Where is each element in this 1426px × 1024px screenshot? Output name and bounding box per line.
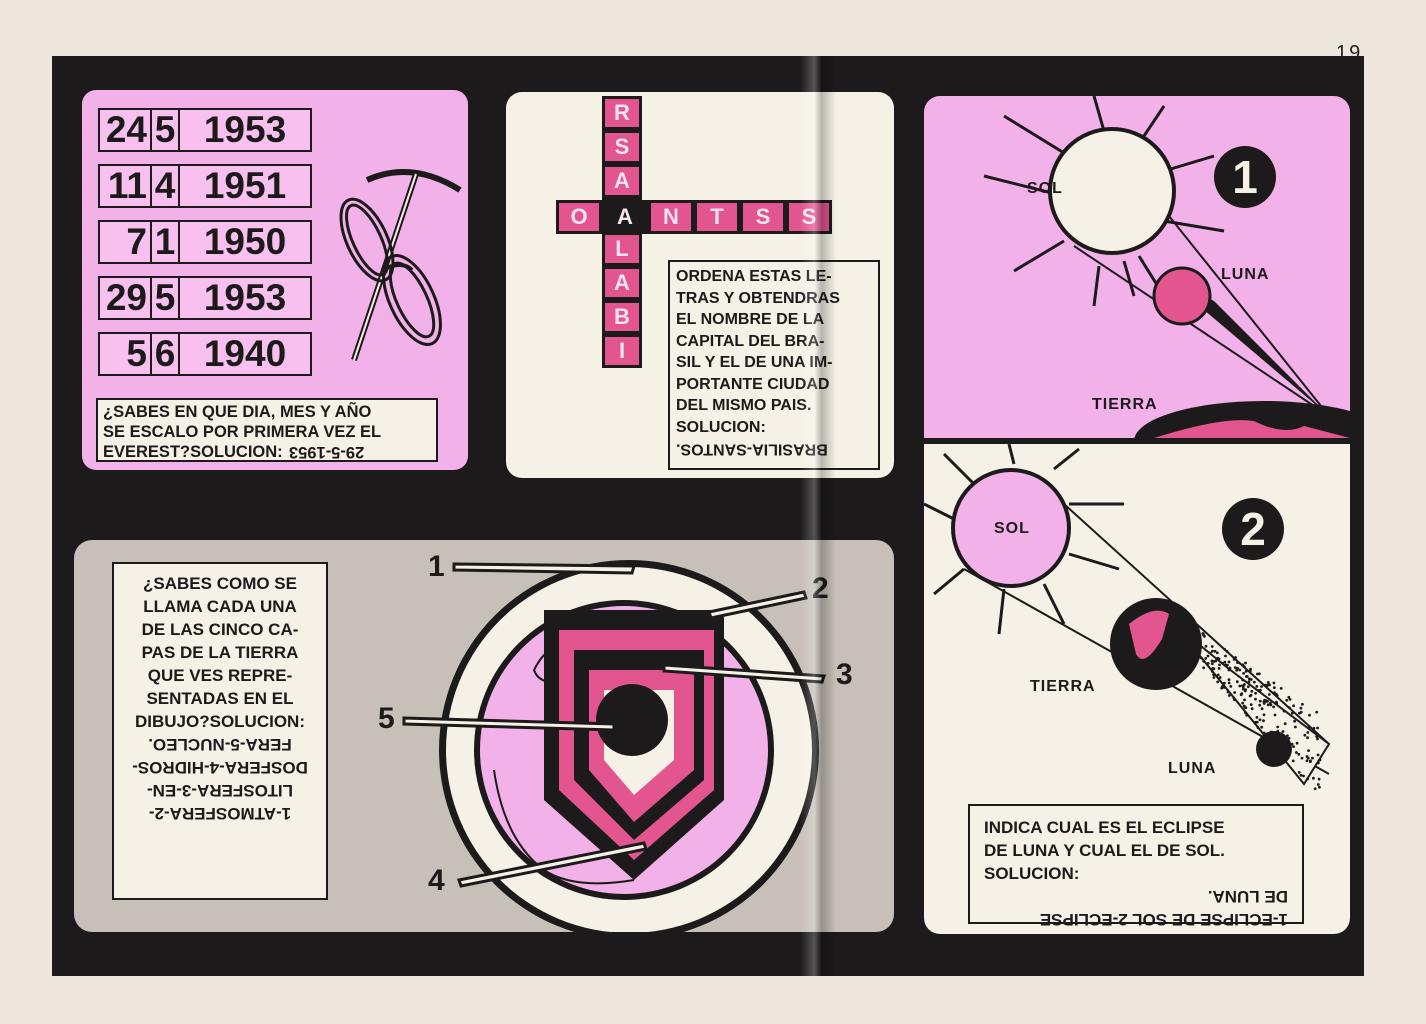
crossword-text-line: PORTANTE CIUDAD [676, 375, 830, 393]
crossword-tile: N [648, 200, 694, 234]
crossword-answer-upside-down: BRASILIA-SANTOS. [676, 440, 828, 458]
date-cell-day: 11 [98, 164, 152, 208]
lunar-eclipse-diagram [924, 444, 1331, 791]
crossword-text-box: ORDENA ESTAS LE- TRAS Y OBTENDRAS EL NOMBR… [668, 260, 880, 470]
crossword-tile: A [602, 200, 648, 234]
crossword-tile: O [556, 200, 602, 234]
moon-icon [1152, 266, 1212, 326]
earth-question-line: LLAMA CADA UNA [143, 597, 297, 616]
crossword-tile: S [602, 130, 642, 164]
sun-label: SOL [1027, 180, 1063, 197]
crossword-tile: I [602, 334, 642, 368]
eclipse-question-line: DE LUNA Y CUAL EL DE SOL. [984, 841, 1225, 860]
date-cell-month: 5 [150, 108, 180, 152]
moon-label: LUNA [1168, 760, 1217, 777]
eclipse-answer-line: DE LUNA. [1207, 887, 1288, 906]
moon-icon [1256, 731, 1292, 767]
everest-question-box: ¿SABES EN QUE DIA, MES Y AÑO SE ESCALO P… [96, 398, 438, 462]
crossword-tile: T [694, 200, 740, 234]
moon-label: LUNA [1221, 266, 1270, 283]
earth-question-line: DE LAS CINCO CA- [141, 620, 299, 639]
badge-number-one: 1 [1214, 146, 1276, 208]
date-cell-month: 6 [150, 332, 180, 376]
date-cell-year: 1940 [178, 332, 312, 376]
crossword-tile: S [740, 200, 786, 234]
earth-question-line: SENTADAS EN EL [146, 689, 294, 708]
date-cell-day: 7 [98, 220, 152, 264]
crossword-tile: A [602, 164, 642, 198]
earth-layers-panel: ¿SABES COMO SE LLAMA CADA UNA DE LAS CINCO… [74, 540, 894, 932]
earth-label: TIERRA [1030, 678, 1096, 695]
everest-question-line: EVEREST?SOLUCION: [103, 443, 283, 461]
earth-layers-diagram [402, 560, 827, 932]
date-cell-year: 1953 [178, 276, 312, 320]
crossword-text-line: EL NOMBRE DE LA [676, 311, 825, 328]
crossword-text-line: SIL Y EL DE UNA IM- [676, 354, 833, 371]
everest-question-line: SE ESCALO POR PRIMERA VEZ EL [103, 423, 382, 441]
layer-number: 2 [812, 572, 829, 606]
crossword-text-line: DEL MISMO PAIS. [676, 397, 812, 414]
sun-label: SOL [994, 520, 1030, 537]
date-cell-day: 29 [98, 276, 152, 320]
earth-question-line: DIBUJO?SOLUCION: [135, 712, 305, 731]
sun-rays-icon [924, 444, 1124, 635]
crossword-tile: L [602, 232, 642, 266]
everest-answer-upside-down: 29-5-1953 [288, 443, 364, 461]
crossword-tile: B [602, 300, 642, 334]
earth-question-line: PAS DE LA TIERRA [141, 643, 299, 662]
eclipse-answer-line: 1-ECLIPSE DE SOL 2-ECLIPSE [1039, 910, 1288, 929]
crossword-text-line: ORDENA ESTAS LE- [676, 268, 832, 285]
crossword-tile: A [602, 266, 642, 300]
solar-eclipse-panel: 1 SOL LUNA TIERRA [924, 96, 1350, 438]
earth-question-line: QUE VES REPRE- [147, 666, 293, 685]
earth-label: TIERRA [1092, 396, 1158, 413]
earth-text-box: ¿SABES COMO SE LLAMA CADA UNA DE LAS CINCO… [112, 562, 328, 900]
lunar-eclipse-panel: 2 SOL TIERRA LUNA INDICA CUAL ES EL ECLI… [924, 444, 1350, 934]
date-cell-day: 5 [98, 332, 152, 376]
badge-number-two: 2 [1222, 498, 1284, 560]
date-cell-month: 1 [150, 220, 180, 264]
date-cell-year: 1953 [178, 108, 312, 152]
layer-number: 4 [428, 864, 445, 897]
sun-icon [1048, 127, 1176, 255]
crossword-text-line: TRAS Y OBTENDRAS [676, 289, 840, 307]
crossword-tile: S [786, 200, 832, 234]
core-icon [596, 684, 668, 756]
layer-number: 5 [378, 702, 395, 735]
date-cell-year: 1951 [178, 164, 312, 208]
crossword-text-line: SOLUCION: [676, 418, 766, 436]
layer-number: 1 [428, 550, 445, 583]
date-cell-year: 1950 [178, 220, 312, 264]
crossword-panel: RSAILABIOANTSS ORDENA ESTAS LE-TRAS Y OB… [506, 92, 894, 478]
crossword-text-line: CAPITAL DEL BRA- [676, 332, 825, 350]
eclipse-question-line: INDICA CUAL ES EL ECLIPSE [984, 818, 1225, 837]
page-fold-crease [800, 56, 836, 976]
eclipse-text-box: INDICA CUAL ES EL ECLIPSE DE LUNA Y CUAL … [968, 804, 1304, 929]
sun-icon [951, 468, 1071, 588]
solar-eclipse-diagram [983, 96, 1350, 438]
crossword-tile: R [602, 96, 642, 130]
earth-question-line: ¿SABES COMO SE [143, 574, 297, 593]
eclipse-question-line: SOLUCION: [984, 864, 1080, 883]
pickaxe-rope-illustration [339, 169, 462, 361]
layer-number: 3 [836, 658, 853, 691]
rope-icon [339, 197, 442, 346]
everest-question-line: ¿SABES EN QUE DIA, MES Y AÑO [103, 403, 372, 421]
